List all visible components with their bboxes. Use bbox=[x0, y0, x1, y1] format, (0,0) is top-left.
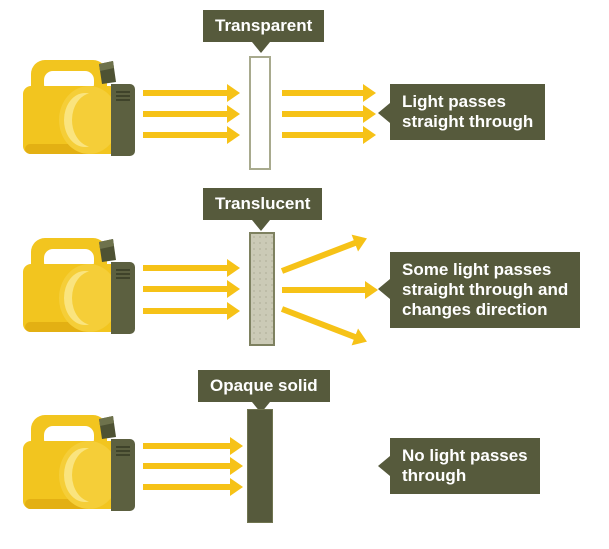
light-ray-icon bbox=[143, 105, 240, 123]
callout-pointer-left-icon bbox=[378, 103, 390, 123]
result-line: straight through bbox=[402, 112, 534, 131]
result-line: changes direction bbox=[402, 300, 548, 319]
label-pointer-down-icon bbox=[252, 220, 270, 231]
result-line: Some light passes bbox=[402, 260, 552, 279]
light-ray-icon bbox=[143, 457, 243, 475]
callout-pointer-left-icon bbox=[378, 456, 390, 476]
light-ray-icon bbox=[143, 126, 240, 144]
label-pointer-down-icon bbox=[252, 402, 270, 413]
material-label-opaque: Opaque solid bbox=[198, 370, 330, 402]
torch-icon bbox=[23, 238, 135, 334]
material-label-transparent: Transparent bbox=[203, 10, 325, 42]
light-ray-icon bbox=[143, 280, 240, 298]
light-ray-icon bbox=[282, 281, 378, 299]
result-line: through bbox=[402, 466, 467, 485]
result-callout-transparent: Light passes straight through bbox=[390, 84, 546, 140]
transparent-bar bbox=[249, 56, 271, 170]
callout-pointer-left-icon bbox=[378, 279, 390, 299]
result-line: Light passes bbox=[402, 92, 506, 111]
light-ray-icon bbox=[282, 105, 376, 123]
light-ray-icon bbox=[143, 437, 243, 455]
light-ray-icon bbox=[143, 259, 240, 277]
result-callout-translucent: Some light passes straight through and c… bbox=[390, 252, 581, 328]
result-line: No light passes bbox=[402, 446, 528, 465]
result-line: straight through and bbox=[402, 280, 569, 299]
light-ray-icon bbox=[143, 302, 240, 320]
light-ray-icon bbox=[282, 126, 376, 144]
torch-icon bbox=[23, 415, 135, 511]
opaque-bar bbox=[247, 409, 273, 523]
light-ray-icon bbox=[282, 84, 376, 102]
label-pointer-down-icon bbox=[252, 42, 270, 53]
translucent-bar bbox=[249, 232, 275, 346]
torch-icon bbox=[23, 60, 135, 156]
result-callout-opaque: No light passes through bbox=[390, 438, 540, 494]
material-label-translucent: Translucent bbox=[203, 188, 323, 220]
light-ray-icon bbox=[143, 478, 243, 496]
light-ray-icon bbox=[143, 84, 240, 102]
